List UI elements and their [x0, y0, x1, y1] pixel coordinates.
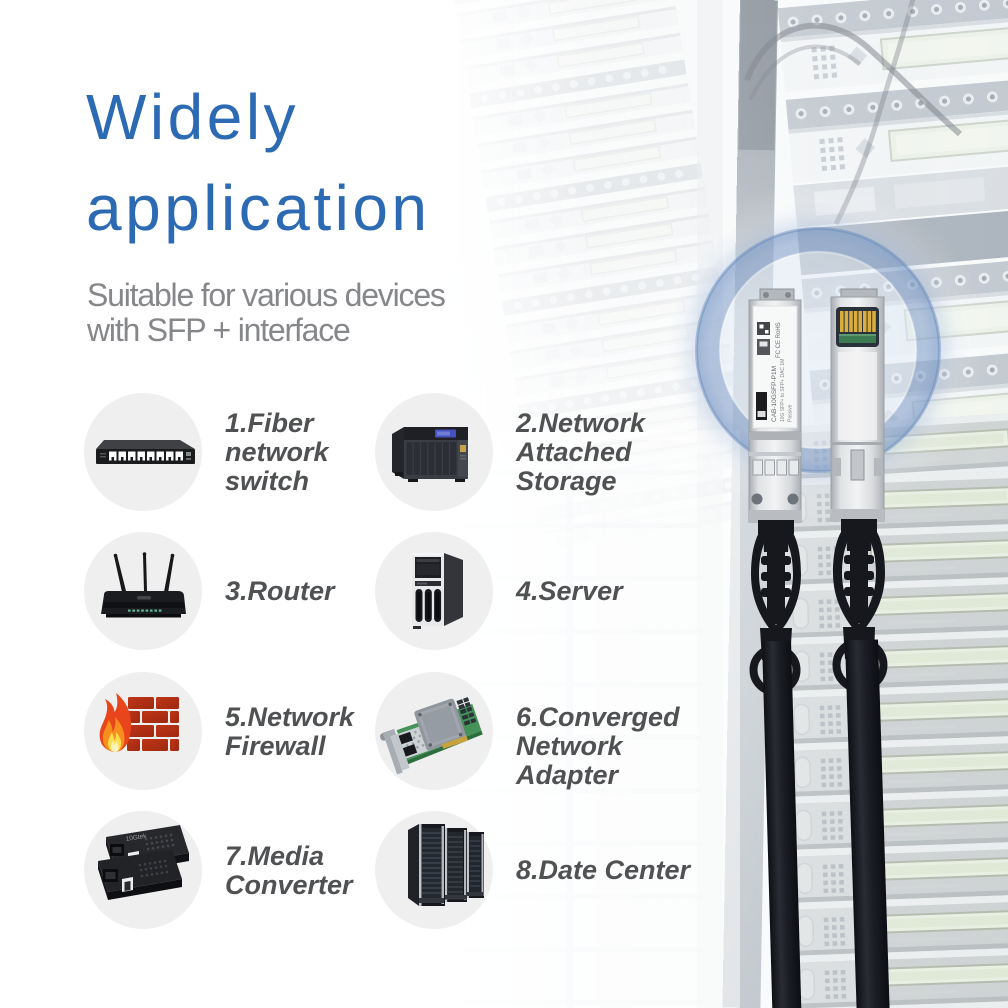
svg-text:FC CE RoHS: FC CE RoHS	[776, 322, 782, 358]
svg-text:Passive: Passive	[788, 404, 794, 422]
svg-text:10G SFP+ to SFP+ DAC 1M: 10G SFP+ to SFP+ DAC 1M	[780, 359, 786, 422]
svg-text:10Gtek: 10Gtek	[125, 833, 148, 843]
svg-text:CAB-10GSFP-P1M: CAB-10GSFP-P1M	[771, 366, 778, 422]
